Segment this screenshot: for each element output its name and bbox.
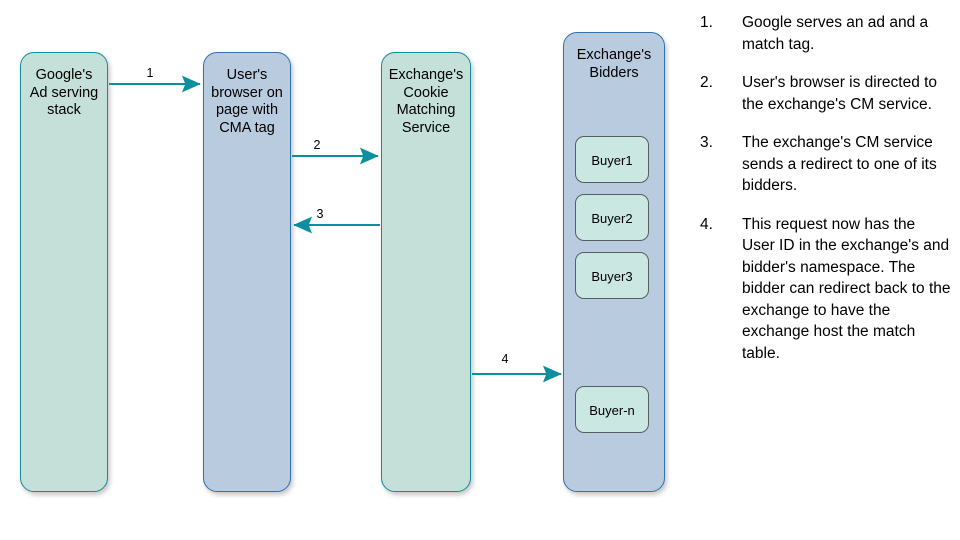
buyer-chip-buyer3: Buyer3 [575, 252, 649, 299]
step-text: Google serves an ad and a match tag. [742, 14, 929, 53]
step-text: The exchange's CM service sends a redire… [742, 134, 937, 194]
node-label: Google's Ad serving stack [29, 67, 99, 118]
buyer-chip-buyer2: Buyer2 [575, 194, 649, 241]
buyer-label: Buyer2 [591, 211, 633, 226]
list-item: 2. User's browser is directed to the exc… [700, 72, 952, 115]
steps-list: 1. Google serves an ad and a match tag. … [700, 12, 952, 381]
buyer-label: Buyer1 [591, 153, 633, 168]
node-cookie-matching-service: Exchange's Cookie Matching Service [381, 52, 471, 492]
arrow-4-number: 4 [501, 352, 509, 366]
step-text: User's browser is directed to the exchan… [742, 74, 938, 113]
list-item: 3. The exchange's CM service sends a red… [700, 132, 952, 197]
buyer-label: Buyer-n [589, 403, 635, 418]
buyer-chip-buyer-n: Buyer-n [575, 386, 649, 433]
arrow-1-number: 1 [146, 66, 154, 80]
node-label: User's browser on page with CMA tag [211, 67, 283, 136]
step-number: 2. [700, 74, 713, 91]
step-number: 3. [700, 134, 713, 151]
arrow-3-number: 3 [316, 207, 324, 221]
list-item: 1. Google serves an ad and a match tag. [700, 12, 952, 55]
step-text: This request now has the User ID in the … [742, 215, 951, 362]
step-number: 1. [700, 14, 713, 31]
step-number: 4. [700, 215, 713, 233]
node-user-browser: User's browser on page with CMA tag [203, 52, 291, 492]
arrow-2-number: 2 [313, 138, 321, 152]
list-item: 4. This request now has the User ID in t… [700, 214, 952, 365]
node-label: Exchange's Cookie Matching Service [388, 67, 464, 136]
buyer-label: Buyer3 [591, 269, 633, 284]
buyer-chip-buyer1: Buyer1 [575, 136, 649, 183]
node-label: Exchange's Bidders [576, 47, 652, 81]
node-google-ad-serving-stack: Google's Ad serving stack [20, 52, 108, 492]
